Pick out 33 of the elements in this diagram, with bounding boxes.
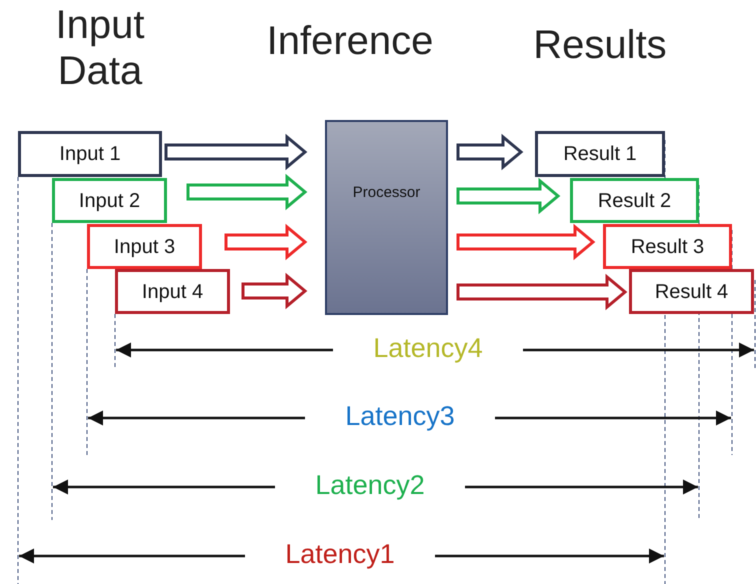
latency-label: Latency2 xyxy=(314,469,426,501)
block-arrow xyxy=(456,274,628,310)
data-box xyxy=(570,178,699,223)
processor-block xyxy=(325,120,448,315)
latency-label: Latency1 xyxy=(284,538,396,570)
node-label: Result 2 xyxy=(598,188,672,214)
node-label: Processor xyxy=(352,183,420,204)
latency-label: Latency3 xyxy=(344,400,456,432)
latency-label: Latency4 xyxy=(372,332,484,364)
node-label: Input 3 xyxy=(114,234,176,260)
data-box xyxy=(87,224,202,269)
block-arrow xyxy=(456,134,524,170)
data-box xyxy=(52,178,167,223)
data-box xyxy=(629,269,754,314)
node-label: Result 1 xyxy=(563,142,637,167)
node-label: Input 2 xyxy=(78,188,140,214)
column-heading: Inference xyxy=(266,18,434,64)
block-arrow xyxy=(164,134,308,170)
column-heading: Input Data xyxy=(54,2,146,94)
node-label: Input 1 xyxy=(59,142,121,167)
block-arrow xyxy=(224,224,308,260)
column-heading: Results xyxy=(532,22,668,68)
block-arrow xyxy=(242,272,308,310)
node-label: Result 3 xyxy=(630,234,704,260)
data-box xyxy=(115,269,230,314)
data-box xyxy=(603,224,732,269)
data-box xyxy=(535,131,665,177)
block-arrow xyxy=(456,178,560,214)
data-box xyxy=(18,131,162,177)
node-label: Input 4 xyxy=(142,280,204,304)
block-arrow xyxy=(186,174,308,210)
node-label: Result 4 xyxy=(654,280,728,304)
block-arrow xyxy=(456,224,596,260)
